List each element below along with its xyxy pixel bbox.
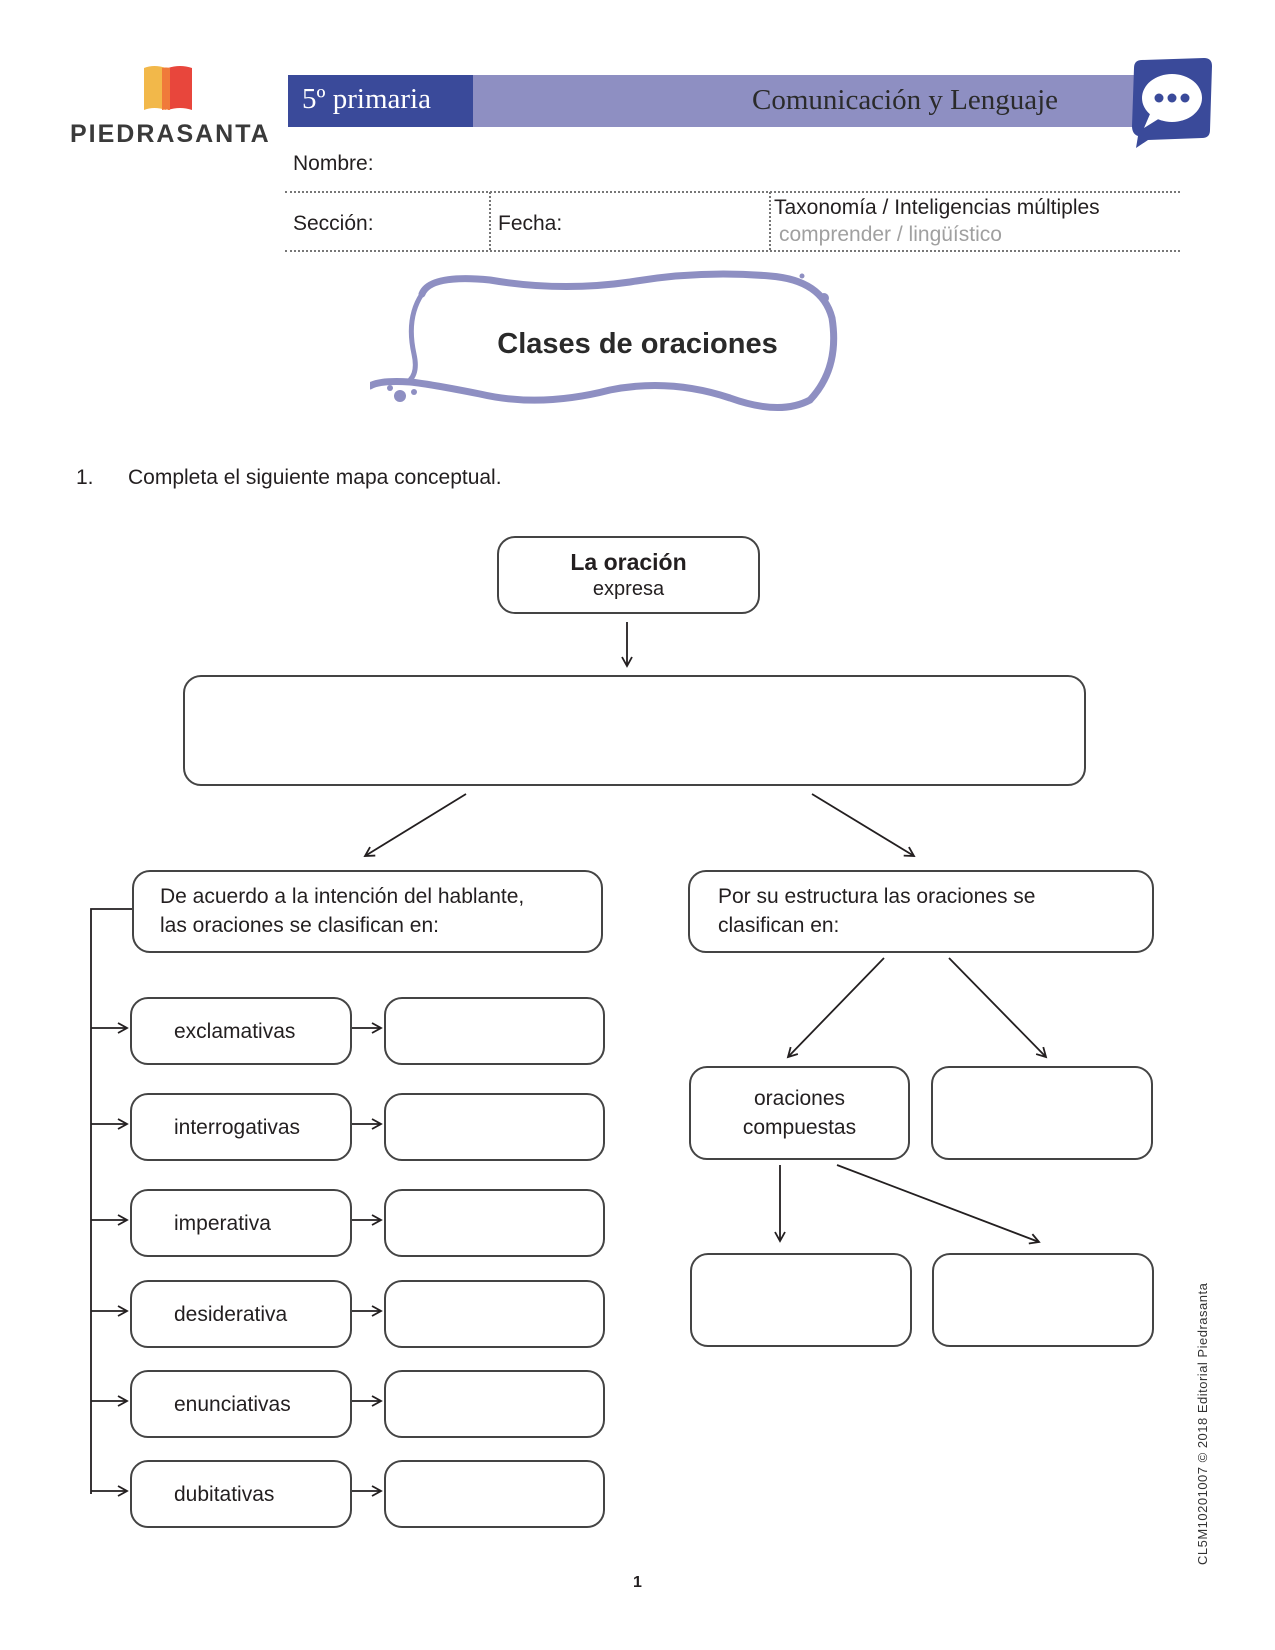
compound-line2: compuestas — [742, 1116, 857, 1139]
arrow-to-right-branch — [811, 793, 916, 857]
divider-vertical-1 — [489, 192, 491, 250]
answer-box-exclamativas[interactable] — [384, 997, 605, 1065]
type-label: interrogativas — [174, 1115, 301, 1139]
root-title: La oración — [570, 549, 687, 575]
divider-bottom — [285, 250, 1180, 252]
answer-box-expresa[interactable] — [183, 675, 1086, 786]
chat-bubble-icon — [1132, 58, 1212, 148]
right-branch-line1: Por su estructura las oraciones se — [718, 885, 1036, 908]
type-label: exclamativas — [174, 1019, 296, 1043]
page-title: Clases de oraciones — [497, 328, 778, 360]
compound-box: oraciones compuestas — [689, 1066, 910, 1160]
subject-band: Comunicación y Lenguaje — [473, 75, 1138, 127]
type-box-desiderativa: desiderativa — [130, 1280, 352, 1348]
type-box-imperativa: imperativa — [130, 1189, 352, 1257]
type-box-interrogativas: interrogativas — [130, 1093, 352, 1161]
arrow-to-compound — [786, 957, 885, 1059]
type-label: enunciativas — [174, 1392, 291, 1416]
answer-box-interrogativas[interactable] — [384, 1093, 605, 1161]
answer-box-imperativa[interactable] — [384, 1189, 605, 1257]
page-number: 1 — [633, 1574, 642, 1591]
type-label: imperativa — [174, 1211, 271, 1235]
type-label: dubitativas — [174, 1482, 275, 1506]
arrow-compound-right — [836, 1164, 1041, 1245]
answer-box-enunciativas[interactable] — [384, 1370, 605, 1438]
answer-box-desiderativa[interactable] — [384, 1280, 605, 1348]
logo-wordmark: PIEDRASANTA — [70, 120, 271, 148]
instruction-text: Completa el siguiente mapa conceptual. — [128, 466, 502, 489]
nombre-label: Nombre: — [293, 152, 374, 175]
left-branch-line2: las oraciones se clasifican en: — [160, 914, 439, 937]
subject-label: Comunicación y Lenguaje — [751, 84, 1058, 116]
answer-box-compuesta-2[interactable] — [932, 1253, 1154, 1347]
divider-vertical-2 — [769, 192, 771, 250]
compound-line1: oraciones — [753, 1087, 846, 1110]
grade-label: 5º primaria — [302, 83, 431, 115]
divider-top — [285, 191, 1180, 193]
copyright-credit: CL5M10201007 © 2018 Editorial Piedrasant… — [1195, 1282, 1210, 1565]
right-branch-line2: clasifican en: — [718, 914, 840, 937]
arrow-to-right-answer — [948, 957, 1048, 1059]
left-branch-box: De acuerdo a la intención del hablante, … — [132, 870, 603, 953]
answer-box-estructura[interactable] — [931, 1066, 1153, 1160]
left-branch-line1: De acuerdo a la intención del hablante, — [160, 885, 525, 908]
type-label: desiderativa — [174, 1302, 288, 1326]
root-subtitle: expresa — [592, 578, 665, 600]
logo-book-icon — [144, 66, 192, 110]
title-cloud-frame — [370, 270, 838, 411]
answer-box-compuesta-1[interactable] — [690, 1253, 912, 1347]
grade-badge: 5º primaria — [288, 75, 473, 127]
fecha-label: Fecha: — [498, 212, 563, 235]
instruction-number: 1. — [76, 466, 94, 489]
seccion-label: Sección: — [293, 212, 374, 235]
taxonomia-label: Taxonomía / Inteligencias múltiples — [774, 196, 1100, 219]
left-bracket — [90, 908, 132, 1494]
answer-box-dubitativas[interactable] — [384, 1460, 605, 1528]
root-box: La oración expresa — [497, 536, 760, 614]
type-box-enunciativas: enunciativas — [130, 1370, 352, 1438]
arrow-to-left-branch — [363, 793, 467, 857]
right-branch-box: Por su estructura las oraciones se clasi… — [688, 870, 1154, 953]
taxonomia-value: comprender / lingüístico — [779, 223, 1002, 246]
type-box-exclamativas: exclamativas — [130, 997, 352, 1065]
type-box-dubitativas: dubitativas — [130, 1460, 352, 1528]
